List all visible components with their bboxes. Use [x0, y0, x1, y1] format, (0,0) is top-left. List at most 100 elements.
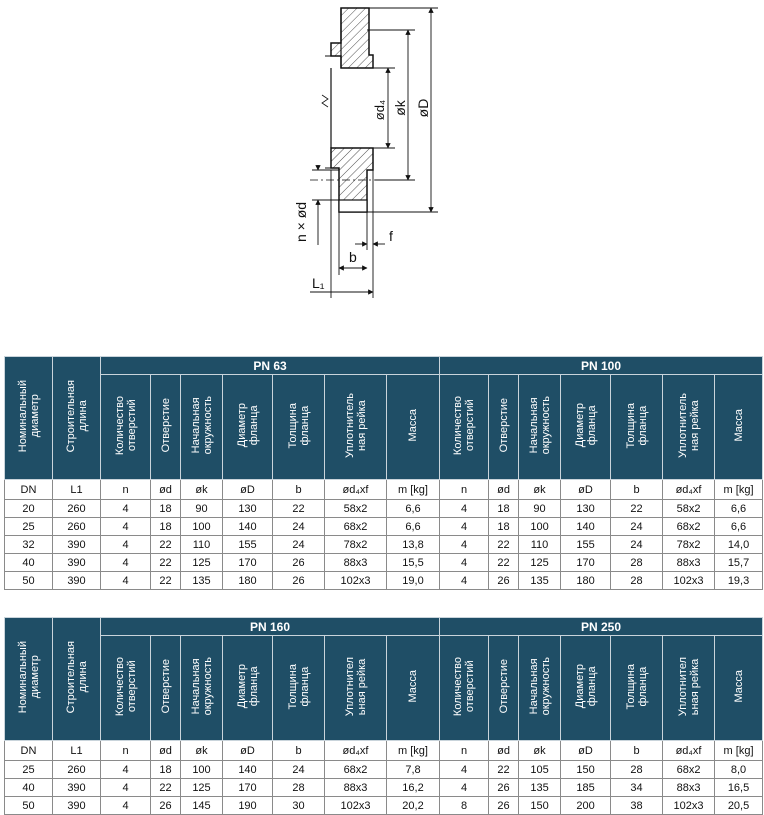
- table-cell: 28: [272, 778, 325, 797]
- table-cell: 4: [100, 535, 151, 554]
- col-header: Начальная окружность: [518, 374, 562, 480]
- table-cell: 18: [150, 499, 181, 518]
- label-L1: L₁: [312, 275, 325, 291]
- symbol-cell: DN: [4, 479, 53, 500]
- table-cell: 24: [610, 535, 664, 554]
- table-cell: 180: [222, 571, 273, 590]
- table-cell: 140: [222, 760, 273, 779]
- table-cell: 26: [488, 571, 520, 590]
- col-header: Уплотнитель ная рейка: [324, 374, 387, 480]
- table-cell: 130: [222, 499, 273, 518]
- table-cell: 125: [180, 553, 223, 572]
- table-cell: 26: [488, 796, 520, 815]
- table-cell: 38: [610, 796, 664, 815]
- table-cell: 100: [180, 760, 223, 779]
- table-cell: 22: [150, 535, 181, 554]
- symbol-cell: m [kg]: [714, 479, 764, 500]
- table-cell: 78x2: [324, 535, 387, 554]
- col-header: Отверстие: [488, 374, 520, 480]
- spec-table-pn63-pn100: Номинальный диаметр Строительная длина P…: [4, 356, 764, 590]
- table-cell: 19,0: [385, 571, 441, 590]
- table-cell: 14,0: [714, 535, 764, 554]
- table-cell: 4: [439, 778, 490, 797]
- pressure-class-right: PN 250: [439, 617, 764, 636]
- table-cell: 102x3: [324, 571, 387, 590]
- table-cell: 155: [222, 535, 273, 554]
- table-cell: 125: [180, 778, 223, 797]
- symbol-cell: m [kg]: [385, 740, 441, 761]
- table-cell: 90: [518, 499, 562, 518]
- table-cell: 24: [610, 517, 664, 536]
- table-cell: 6,6: [714, 517, 764, 536]
- symbol-cell: ød: [150, 479, 181, 500]
- group-header-row: Номинальный диаметр Строительная длина P…: [4, 356, 764, 480]
- table-cell: 18: [150, 517, 181, 536]
- col-header: Толщина фланца: [610, 635, 664, 741]
- symbol-cell: DN: [4, 740, 53, 761]
- table-cell: 145: [180, 796, 223, 815]
- table-cell: 8,0: [714, 760, 764, 779]
- symbol-cell: ød: [488, 740, 520, 761]
- col-header: Отверстие: [150, 635, 181, 741]
- table-cell: 135: [518, 571, 562, 590]
- table-cell: 88x3: [662, 553, 716, 572]
- table-cell: 28: [610, 571, 664, 590]
- table-cell: 260: [52, 760, 101, 779]
- table-cell: 140: [222, 517, 273, 536]
- symbol-cell: n: [439, 740, 490, 761]
- table-cell: 130: [560, 499, 612, 518]
- symbol-cell: n: [100, 740, 151, 761]
- table-cell: 4: [100, 571, 151, 590]
- col-header: Отверстие: [488, 635, 520, 741]
- col-header: Диаметр фланца: [560, 374, 612, 480]
- table-cell: 24: [272, 517, 325, 536]
- table-cell: 170: [560, 553, 612, 572]
- table-cell: 18: [150, 760, 181, 779]
- col-header: Отверстие: [150, 374, 181, 480]
- table-cell: 102x3: [662, 796, 716, 815]
- table-cell: 25: [4, 760, 53, 779]
- flange-section-top: [330, 7, 374, 69]
- col-header: Масса: [385, 374, 441, 480]
- table-cell: 20: [4, 499, 53, 518]
- table-cell: 78x2: [662, 535, 716, 554]
- symbol-cell: øD: [560, 479, 612, 500]
- table-cell: 125: [518, 553, 562, 572]
- table-cell: 24: [272, 760, 325, 779]
- symbol-cell: b: [610, 479, 664, 500]
- table-cell: 390: [52, 571, 101, 590]
- table-cell: 16,2: [385, 778, 441, 797]
- table-cell: 4: [100, 796, 151, 815]
- symbol-cell: ød₄xf: [324, 479, 387, 500]
- table-cell: 25: [4, 517, 53, 536]
- table-cell: 110: [180, 535, 223, 554]
- symbol-cell: ød₄xf: [662, 479, 716, 500]
- col-header: Количество отверстий: [439, 635, 490, 741]
- table-cell: 200: [560, 796, 612, 815]
- table-cell: 22: [272, 499, 325, 518]
- table-cell: 58x2: [662, 499, 716, 518]
- table-cell: 68x2: [662, 517, 716, 536]
- pressure-class-right: PN 100: [439, 356, 764, 375]
- table-cell: 30: [272, 796, 325, 815]
- table-cell: 150: [560, 760, 612, 779]
- table-cell: 13,8: [385, 535, 441, 554]
- table-cell: 4: [439, 517, 490, 536]
- label-n-x-d: n × ød: [293, 202, 309, 242]
- col-header: Диаметр фланца: [222, 635, 273, 741]
- col-header: Диаметр фланца: [560, 635, 612, 741]
- symbol-cell: øk: [518, 740, 562, 761]
- symbol-cell: ød: [488, 479, 520, 500]
- symbol-cell: b: [610, 740, 664, 761]
- col-header: Начальная окружность: [518, 635, 562, 741]
- table-cell: 135: [180, 571, 223, 590]
